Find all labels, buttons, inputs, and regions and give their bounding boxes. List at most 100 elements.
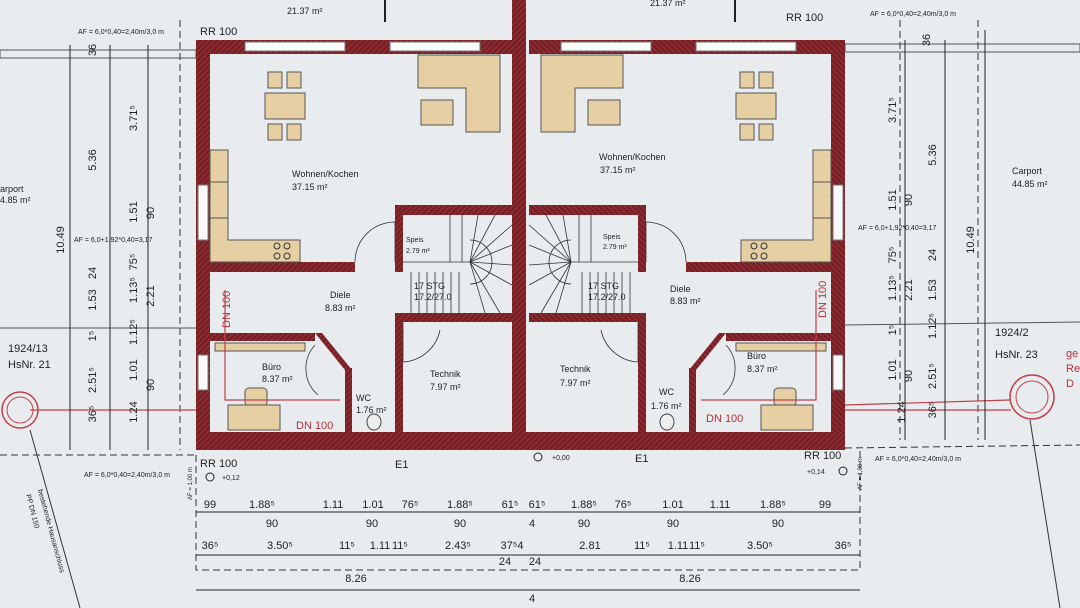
dimension-label: 3.50⁵ xyxy=(747,540,773,552)
dimension-label: 5.36 xyxy=(927,144,939,165)
level-center: +0,00 xyxy=(552,455,570,462)
manhole-right-icon xyxy=(1009,374,1055,420)
dimension-label: 90 xyxy=(667,518,679,530)
right-edge-fragment: Re xyxy=(1066,363,1080,375)
manhole-left-icon xyxy=(1,391,39,429)
room-technik-right: Technik xyxy=(560,364,591,374)
room-hall-right-area: 8.83 m² xyxy=(670,296,701,306)
dimension-label: 99 xyxy=(204,499,216,511)
entry-right: E1 xyxy=(635,453,648,465)
stairs-right-ratio: 17.2/27.0 xyxy=(588,292,626,302)
dimension-label: 8.26 xyxy=(345,573,366,585)
dimension-label: 1.13⁵ xyxy=(887,275,899,301)
dimension-label: 8.26 xyxy=(679,573,700,585)
level-left: +0,12 xyxy=(222,475,240,482)
dn-right-horizontal: DN 100 xyxy=(706,413,743,425)
room-living-right-area: 37.15 m² xyxy=(600,165,636,175)
room-office-right-area: 8.37 m² xyxy=(747,364,778,374)
terrace-area-left: 21.37 m² xyxy=(287,6,323,16)
dimension-label: 75⁵ xyxy=(128,254,140,271)
dn-left-horizontal: DN 100 xyxy=(296,420,333,432)
carport-right-area: 44.85 m² xyxy=(1012,179,1048,189)
dimension-lines xyxy=(69,30,986,591)
dimension-label: 3.71⁵ xyxy=(128,105,140,131)
house-number-left: HsNr. 21 xyxy=(8,359,51,371)
dimension-label: 1.51 xyxy=(128,201,140,222)
dimension-label: 90 xyxy=(903,194,915,206)
dimension-label: 1.88⁵ xyxy=(249,499,275,511)
af-top-right: AF = 6,0*0,40=2,40m/3,0 m xyxy=(870,11,956,18)
dn-right-vertical: DN 100 xyxy=(817,281,829,318)
dimension-label: 76⁵ xyxy=(402,499,419,511)
dimension-label: 36 xyxy=(921,34,933,46)
dimension-label: 24 xyxy=(927,249,939,261)
room-hall-left: Diele xyxy=(330,290,351,300)
dimension-label: 36⁵ xyxy=(202,540,219,552)
dimension-label: 36⁵ xyxy=(87,406,99,423)
property-line-right xyxy=(844,444,1080,449)
dimension-label: 36⁵ xyxy=(927,402,939,419)
dimension-label: 1.88⁵ xyxy=(447,499,473,511)
rr-bottom-right: RR 100 xyxy=(804,450,841,462)
stairs-left-steps: 17 STG xyxy=(414,281,445,291)
room-hall-right: Diele xyxy=(670,284,691,294)
dimension-label: 36⁵ xyxy=(835,540,852,552)
level-marker-icon xyxy=(205,452,848,482)
entry-left: E1 xyxy=(395,459,408,471)
dimension-label: 5.36 xyxy=(87,149,99,170)
carport-left-label: arport xyxy=(0,184,24,194)
room-wc-left-area: 1.76 m² xyxy=(356,405,387,415)
dimension-label: 90 xyxy=(903,370,915,382)
dimension-label: 1.88⁵ xyxy=(760,499,786,511)
setback-lines xyxy=(179,20,979,450)
dimension-label: 1.53 xyxy=(87,289,99,310)
room-living-left-area: 37.15 m² xyxy=(292,182,328,192)
right-edge-fragment: ge xyxy=(1066,348,1078,360)
right-edge-fragment: D xyxy=(1066,378,1074,390)
room-pantry-left: Speis xyxy=(406,237,424,244)
dn-left-vertical: DN 100 xyxy=(221,291,233,328)
af-bottom-left: AF = 6,0*0,40=2,40m/3,0 m xyxy=(84,472,170,479)
dimension-label: 1.51 xyxy=(887,189,899,210)
stairs-right-steps: 17 STG xyxy=(588,281,619,291)
room-hall-left-area: 8.83 m² xyxy=(325,303,356,313)
af-bottom-right: AF = 6,0*0,40=2,40m/3,0 m xyxy=(875,456,961,463)
dimension-label: 2.51⁵ xyxy=(87,367,99,393)
room-pantry-right-area: 2.79 m² xyxy=(603,244,627,251)
dimension-label: 11⁵ xyxy=(634,540,650,552)
dimension-label: 1.01 xyxy=(128,359,140,380)
rr-top-left: RR 100 xyxy=(200,26,237,38)
dimension-label: 1.24 xyxy=(128,401,140,422)
dimension-label: 1.01 xyxy=(362,499,383,511)
dimension-label: 2.51⁵ xyxy=(927,363,939,389)
room-technik-left-area: 7.97 m² xyxy=(430,382,461,392)
dimension-label: 90 xyxy=(366,518,378,530)
room-technik-left: Technik xyxy=(430,369,461,379)
dimension-label: 90 xyxy=(772,518,784,530)
room-office-left: Büro xyxy=(262,362,281,372)
stairs-left-ratio: 17.2/27.0 xyxy=(414,292,452,302)
parcel-left: 1924/13 xyxy=(8,343,48,355)
sewer-line xyxy=(1029,419,1061,608)
af-small-left: AF = 1,00 m xyxy=(188,467,194,500)
af-top-left: AF = 6,0*0,40=2,40m/3,0 m xyxy=(78,29,164,36)
room-office-right: Büro xyxy=(747,351,766,361)
af-side-right: AF = 6,0+1,92*0,40=3,17 xyxy=(858,225,937,232)
dimension-label: 1.01 xyxy=(887,359,899,380)
level-right: +0,14 xyxy=(807,469,825,476)
carport-right-label: Carport xyxy=(1012,166,1043,176)
dimension-label: 4 xyxy=(529,593,535,605)
dimension-label: 90 xyxy=(578,518,590,530)
dimension-label: 1.11 xyxy=(323,499,344,511)
dimension-label: 24 xyxy=(529,556,541,568)
dimension-label: 2.21 xyxy=(903,279,915,300)
dimension-label: 1.13⁵ xyxy=(128,277,140,303)
dimension-label: 90 xyxy=(454,518,466,530)
room-living-right: Wohnen/Kochen xyxy=(599,152,665,162)
rr-bottom-left: RR 100 xyxy=(200,458,237,470)
dimension-label: 1.12⁵ xyxy=(927,313,939,339)
parcel-right: 1924/2 xyxy=(995,327,1029,339)
room-wc-left: WC xyxy=(356,393,371,403)
